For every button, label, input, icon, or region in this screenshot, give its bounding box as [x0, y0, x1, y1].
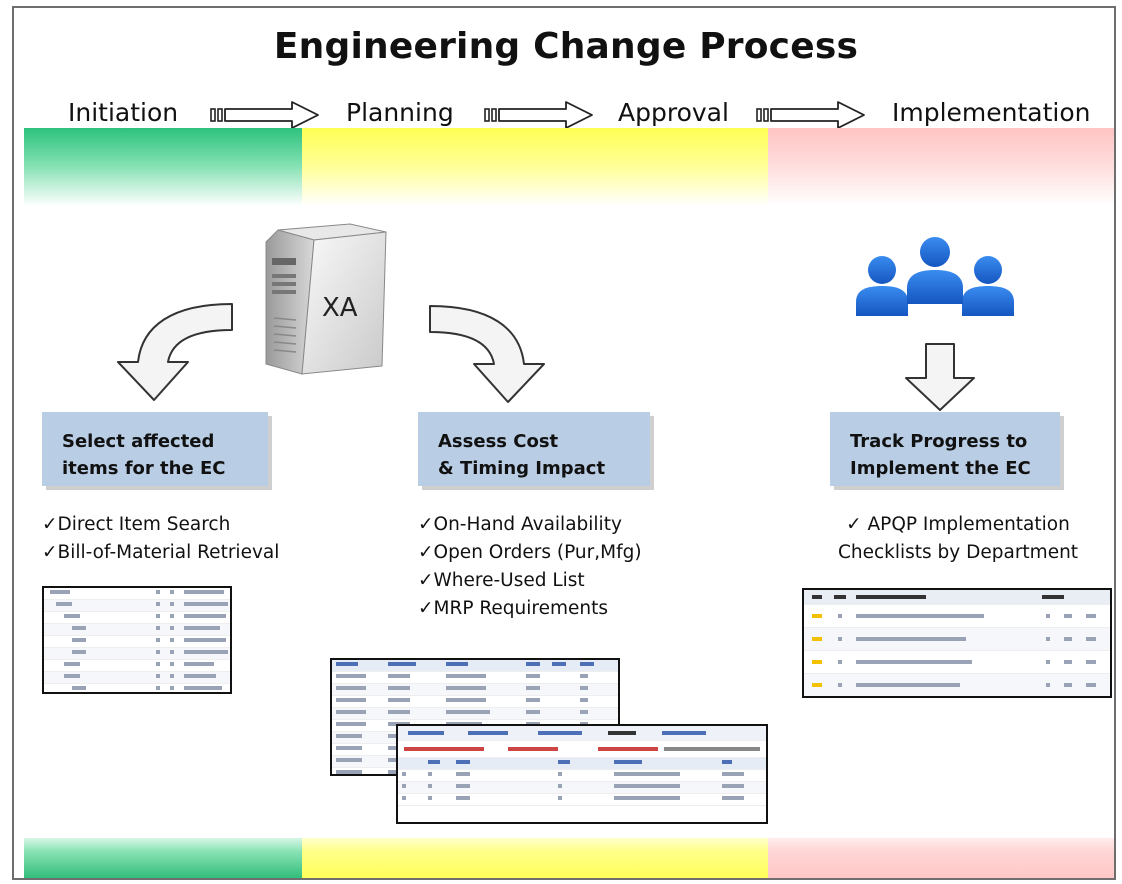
right-arrow-icon: [210, 101, 319, 129]
down-arrow-icon: [905, 343, 975, 411]
phase-planning: Planning: [346, 98, 454, 127]
list-item: Checklists by Department: [837, 542, 1079, 563]
diagram-frame: Engineering Change Process Initiation Pl…: [12, 6, 1116, 880]
band-initiation: [24, 128, 302, 206]
right-arrow-icon: [484, 101, 593, 129]
list-item: ✓ APQP Implementation: [846, 514, 1070, 535]
bom-list-thumbnail: [42, 586, 232, 694]
curved-arrow-icon: [429, 305, 545, 403]
band-bottom-planning: [302, 838, 768, 878]
band-planning-approval: [302, 128, 768, 206]
list-item: ✓On-Hand Availability: [418, 514, 622, 535]
callout-track-progress: Track Progress to Implement the EC: [830, 412, 1060, 486]
people-icon: [856, 237, 1014, 316]
checklist-track-progress: ✓ APQP Implementation Checklists by Depa…: [836, 511, 1080, 567]
list-item: ✓Open Orders (Pur,Mfg): [418, 542, 642, 563]
checklist-assess-cost: ✓On-Hand Availability ✓Open Orders (Pur,…: [418, 511, 642, 623]
server-icon: XA: [265, 223, 387, 375]
curved-arrow-icon: [117, 303, 233, 401]
phase-implementation: Implementation: [892, 98, 1091, 127]
apqp-checklist-thumbnail: [802, 588, 1112, 698]
callout-assess-cost: Assess Cost & Timing Impact: [418, 412, 650, 486]
list-item: ✓Where-Used List: [418, 570, 585, 591]
phase-approval: Approval: [618, 98, 729, 127]
page-title: Engineering Change Process: [273, 26, 859, 67]
band-bottom-initiation: [24, 838, 302, 878]
list-item: ✓MRP Requirements: [418, 598, 608, 619]
callout-select-items: Select affected items for the EC: [42, 412, 268, 486]
list-item: ✓Direct Item Search: [42, 514, 231, 535]
band-bottom-implementation: [768, 838, 1114, 878]
checklist-select-items: ✓Direct Item Search ✓Bill-of-Material Re…: [42, 511, 279, 567]
list-item: ✓Bill-of-Material Retrieval: [42, 542, 280, 563]
right-arrow-icon: [756, 101, 865, 129]
phase-initiation: Initiation: [68, 98, 179, 127]
band-implementation: [768, 128, 1114, 206]
where-used-thumbnail: [396, 724, 768, 824]
server-label: XA: [322, 293, 358, 323]
